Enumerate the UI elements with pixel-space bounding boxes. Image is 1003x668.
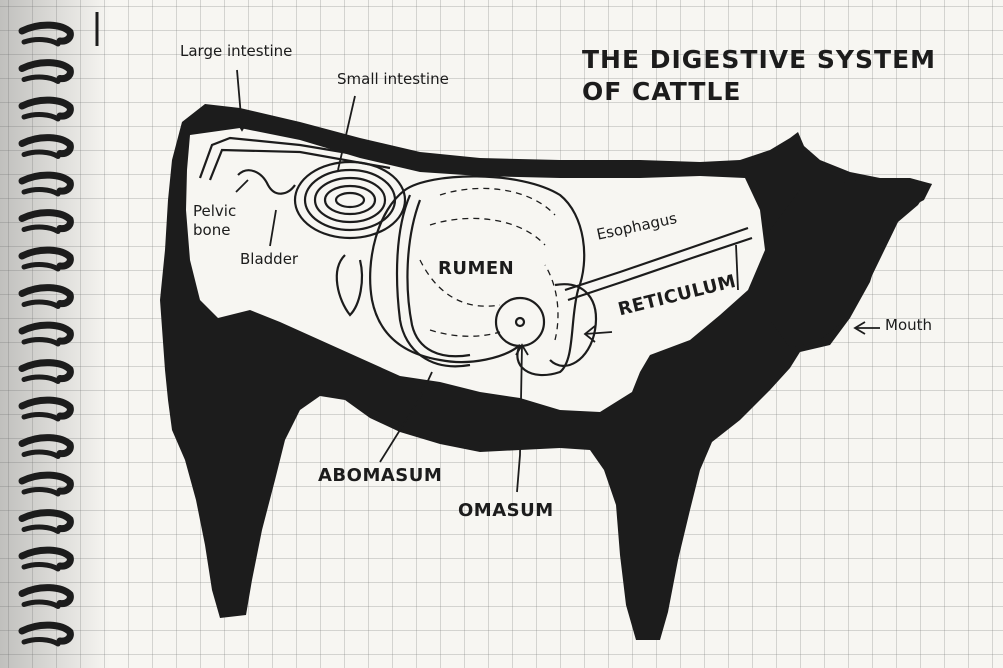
title-line-1: THE DIGESTIVE SYSTEM <box>582 44 962 76</box>
label-large-intestine: Large intestine <box>180 42 292 60</box>
title-line-2: OF CATTLE <box>582 76 962 108</box>
label-omasum: OMASUM <box>458 500 554 521</box>
label-rumen: RUMEN <box>438 258 514 279</box>
label-small-intestine: Small intestine <box>337 70 449 88</box>
diagram-title: THE DIGESTIVE SYSTEM OF CATTLE <box>582 44 962 108</box>
label-abomasum: ABOMASUM <box>318 465 442 486</box>
label-mouth: Mouth <box>885 316 932 334</box>
label-pelvic-bone: Pelvic bone <box>193 202 245 240</box>
label-bladder: Bladder <box>240 250 298 268</box>
